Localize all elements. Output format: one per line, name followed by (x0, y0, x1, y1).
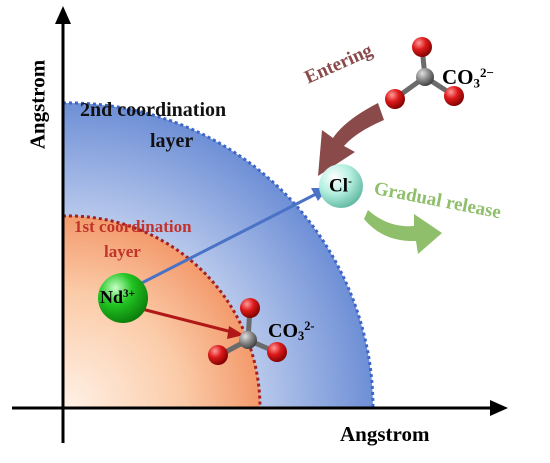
nd-ion (98, 273, 148, 323)
first-layer-boundary (62, 214, 262, 409)
nd-charge: 3+ (123, 287, 135, 300)
second-layer-boundary (62, 101, 375, 409)
outer-carbonate-subscript: 3 (473, 75, 481, 91)
second-layer-label-line1: 2nd coordination (80, 99, 227, 121)
outer-carbonate-charge: 2− (480, 65, 494, 80)
cl-symbol: Cl (329, 175, 348, 197)
oxygen-atom (208, 345, 228, 365)
first-layer-label-line1: 1st coordination (74, 217, 192, 236)
first-layer-label-line2: layer (104, 242, 141, 261)
nd-symbol: Nd (100, 287, 124, 307)
oxygen-atom (412, 37, 432, 57)
inner-carbonate-label: CO32- (268, 320, 315, 342)
oxygen-atom (240, 298, 260, 318)
second-layer-label-line2: layer (150, 130, 194, 152)
nd-to-carbonate-arrowhead (227, 326, 244, 339)
oxygen-atom (385, 89, 405, 109)
nd-ion-label: Nd3+ (100, 288, 135, 306)
gradual-release-arrow (364, 210, 442, 254)
cl-charge: - (348, 175, 352, 188)
cl-ion (319, 164, 363, 208)
cl-ion-label: Cl- (329, 175, 352, 197)
carbon-atom (416, 68, 434, 86)
nd-to-carbonate-arrow (129, 304, 233, 334)
outer-carbonate-label: CO32− (442, 66, 494, 89)
entering-arrow (318, 103, 384, 176)
inner-carbonate-subscript: 3 (298, 328, 305, 343)
x-axis-label: Angstrom (340, 422, 430, 446)
outer-carbonate-formula: CO (442, 65, 474, 90)
carbon-atom (239, 331, 257, 349)
outer-carbonate-molecule (385, 37, 464, 109)
oxygen-atom (444, 86, 464, 106)
y-axis-label: Angstrom (25, 59, 50, 150)
inner-carbonate-formula: CO (268, 319, 298, 342)
inner-carbonate-molecule (208, 298, 287, 365)
y-axis-arrowhead (55, 6, 71, 24)
x-axis-arrowhead (490, 400, 508, 416)
nd-to-cl-arrow (127, 192, 317, 292)
inner-carbonate-charge: 2- (304, 319, 315, 333)
oxygen-atom (267, 342, 287, 362)
